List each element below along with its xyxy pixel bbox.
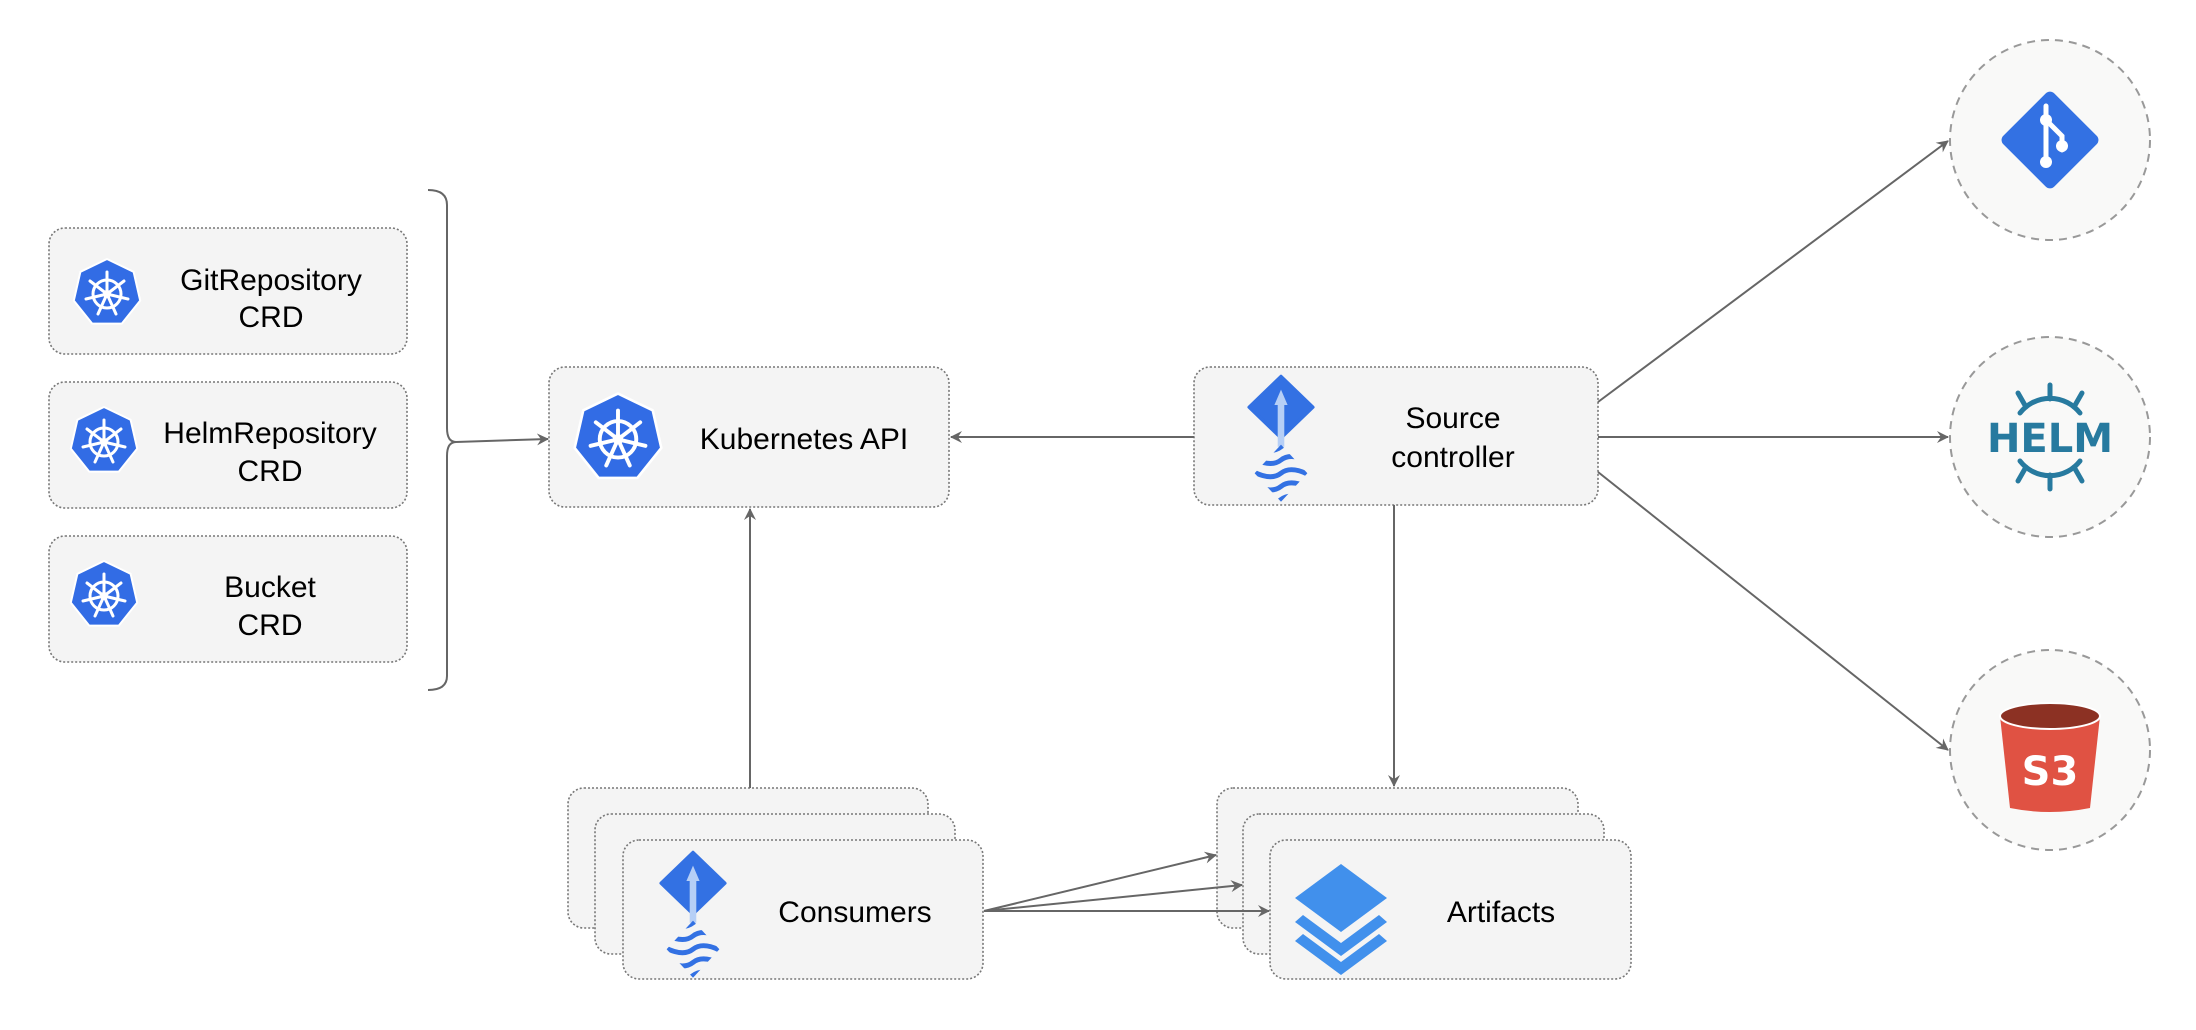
crd-label: GitRepository <box>180 264 362 297</box>
crd-bucket[interactable]: Bucket CRD <box>48 535 408 663</box>
helm-icon <box>2015 382 2085 492</box>
source-controller-label: Source <box>1405 402 1500 435</box>
helm-source[interactable]: HELM <box>1949 336 2151 538</box>
git-icon <box>2001 91 2099 189</box>
crd-label: CRD <box>238 609 303 642</box>
consumers-to-artifacts-arrow <box>983 880 1243 912</box>
controller-to-s3-arrow <box>1597 471 1949 751</box>
crds-to-api-arrow <box>455 433 549 446</box>
crd-label: Bucket <box>224 571 316 604</box>
crd-label: CRD <box>238 455 303 488</box>
kubernetes-api-label: Kubernetes API <box>700 423 908 456</box>
controller-to-git-arrow <box>1597 140 1949 403</box>
s3-label: S3 <box>2022 749 2079 795</box>
crd-helmrepository[interactable]: HelmRepository CRD <box>48 381 408 509</box>
consumers-label: Consumers <box>778 896 931 929</box>
git-source[interactable] <box>1949 39 2151 241</box>
artifacts-label: Artifacts <box>1447 896 1555 929</box>
source-controller-node[interactable]: Source controller <box>1193 366 1599 505</box>
s3-source[interactable]: S3 <box>1949 649 2151 851</box>
kubernetes-api-node[interactable]: Kubernetes API <box>548 366 950 508</box>
helm-label: HELM <box>1987 416 2113 462</box>
crd-group-brace <box>427 189 457 691</box>
layers-icon <box>1295 864 1387 975</box>
source-controller-label: controller <box>1391 441 1514 474</box>
crd-label: CRD <box>239 301 304 334</box>
crd-label: HelmRepository <box>163 417 376 450</box>
consumers-node[interactable]: Consumers <box>567 787 984 980</box>
s3-bucket-icon <box>1999 702 2101 812</box>
artifacts-node[interactable]: Artifacts <box>1216 787 1632 980</box>
crd-gitrepository[interactable]: GitRepository CRD <box>48 227 408 355</box>
consumers-to-artifacts-arrow <box>983 851 1217 912</box>
